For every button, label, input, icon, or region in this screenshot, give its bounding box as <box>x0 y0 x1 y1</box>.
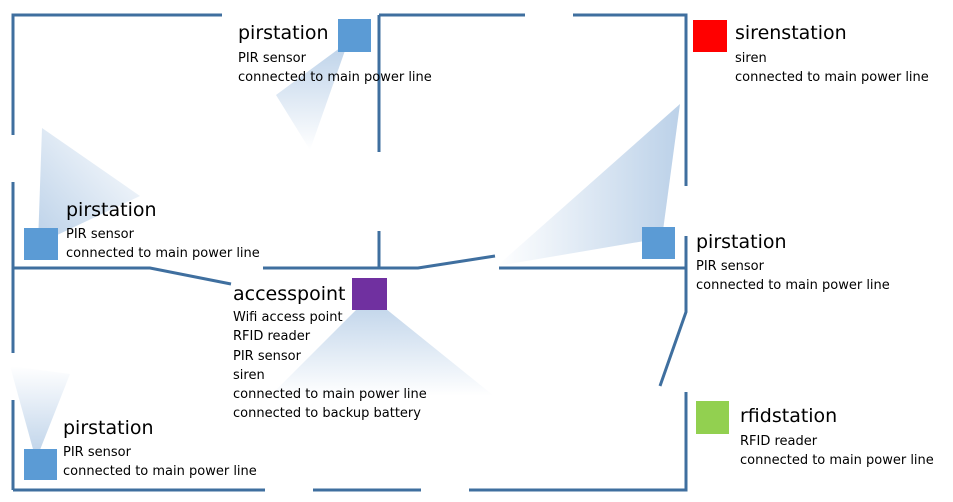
pirstation-right-name: pirstation <box>696 231 787 253</box>
rfidstation-line-1: RFID reader <box>740 434 818 449</box>
sirenstation-line-2: connected to main power line <box>735 70 929 86</box>
pirstation-top-name: pirstation <box>238 22 329 44</box>
sirenstation-name: sirenstation <box>735 22 847 44</box>
rfidstation-details: RFID reader connected to main power line <box>740 432 934 471</box>
accesspoint-line-5: connected to main power line <box>233 387 427 403</box>
pir-right-square-icon <box>642 227 675 259</box>
pir-bottom-detection-cone <box>10 366 70 460</box>
pir-left-square-icon <box>24 228 58 260</box>
pirstation-top-line-1: PIR sensor <box>238 51 306 66</box>
accesspoint-line-3: PIR sensor <box>233 348 301 364</box>
pirstation-left-details: PIR sensor connected to main power line <box>66 225 260 264</box>
pir-bottom-square-icon <box>24 449 57 480</box>
accesspoint-line-2: RFID reader <box>233 329 311 345</box>
accesspoint-name: accesspoint <box>233 283 346 305</box>
sirenstation-line-1: siren <box>735 51 767 66</box>
pirstation-left-name: pirstation <box>66 199 157 221</box>
rfidstation-name: rfidstation <box>740 405 838 427</box>
pir-left-detection-cone <box>38 128 140 244</box>
accesspoint-line-6: connected to backup battery <box>233 406 421 422</box>
pir-top-square-icon <box>338 19 371 52</box>
rfid-square-icon <box>696 401 729 434</box>
accesspoint-line-4: siren <box>233 367 265 383</box>
accesspoint-square-icon <box>352 278 387 310</box>
walls <box>11 13 688 492</box>
pirstation-right-line-1: PIR sensor <box>696 259 764 274</box>
pirstation-right-line-2: connected to main power line <box>696 278 890 294</box>
pirstation-bottom-line-2: connected to main power line <box>63 464 257 480</box>
pir-top-detection-cone <box>276 42 348 150</box>
pirstation-bottom-details: PIR sensor connected to main power line <box>63 443 257 482</box>
pirstation-left-line-1: PIR sensor <box>66 227 134 242</box>
siren-square-icon <box>693 20 727 52</box>
sirenstation-details: siren connected to main power line <box>735 49 929 88</box>
pirstation-bottom-name: pirstation <box>63 417 154 439</box>
accesspoint-details: Wifi access point RFID reader PIR sensor… <box>233 308 427 424</box>
accesspoint-line-1: Wifi access point <box>233 310 343 325</box>
pir-right-detection-cone <box>497 104 680 266</box>
pirstation-bottom-line-1: PIR sensor <box>63 445 131 460</box>
pirstation-left-line-2: connected to main power line <box>66 246 260 262</box>
pirstation-top-line-2: connected to main power line <box>238 70 432 86</box>
accesspoint-detection-cone <box>270 296 494 396</box>
pirstation-right-details: PIR sensor connected to main power line <box>696 257 890 296</box>
pirstation-top-details: PIR sensor connected to main power line <box>238 49 432 88</box>
rfidstation-line-2: connected to main power line <box>740 453 934 469</box>
